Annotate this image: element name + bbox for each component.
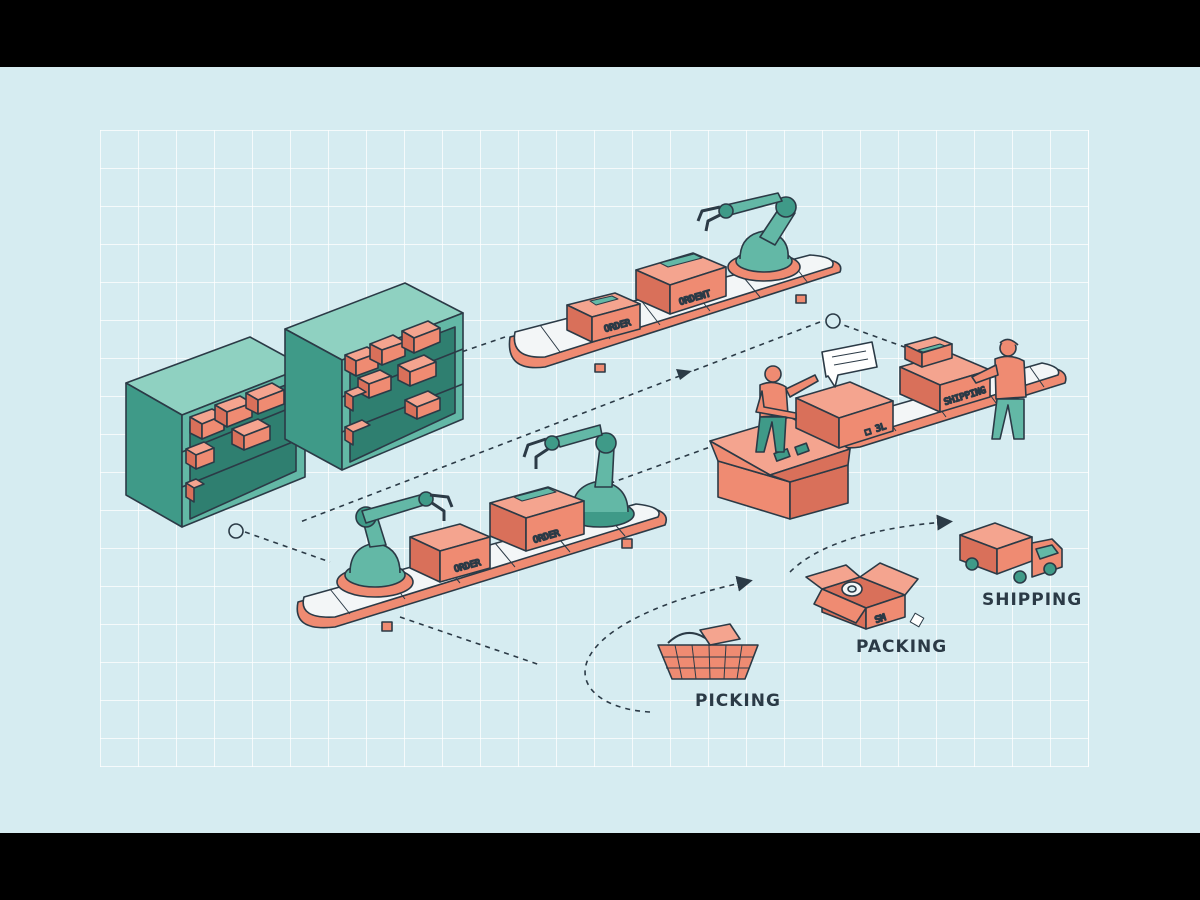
box-order-bottom-left: ORDER — [409, 523, 491, 583]
delivery-truck-icon — [959, 522, 1063, 584]
flow-node-top — [825, 313, 841, 329]
label-card-icon — [821, 341, 878, 388]
label-picking: PICKING — [695, 691, 781, 711]
warehouse-workflow-illustration: ORDER ORDENT — [125, 192, 1067, 713]
flow-node-left — [228, 523, 244, 539]
flow-arrowhead-top — [676, 369, 692, 380]
flow-line-center-to-station — [599, 446, 711, 488]
flow-line-bottom-belt-to-picking — [399, 616, 541, 666]
shelf-unit-left — [125, 336, 306, 528]
label-packing: PACKING — [856, 637, 948, 657]
flow-line-left-to-bottom-belt — [244, 531, 331, 563]
robot-arm-bottom-left — [336, 491, 454, 598]
shelf-unit-right — [284, 282, 464, 471]
shopping-basket-icon — [657, 623, 759, 680]
box-mark: SM — [874, 613, 888, 626]
flow-line-picking-to-packing — [789, 514, 953, 573]
worker-right — [971, 338, 1027, 440]
box-order-bottom-right: ORDER — [489, 486, 585, 552]
illustration-canvas: ORDER ORDENT — [0, 67, 1200, 833]
flow-line-picking-curve — [584, 575, 753, 713]
robot-arm-top — [696, 192, 801, 282]
worker-left — [755, 365, 819, 453]
box-order-small-top: ORDER — [566, 292, 641, 343]
open-box-icon: SM — [805, 562, 925, 630]
flow-line-top-to-center — [299, 321, 821, 523]
box-order-large-top: ORDENT — [635, 252, 727, 315]
label-shipping: SHIPPING — [982, 590, 1083, 610]
